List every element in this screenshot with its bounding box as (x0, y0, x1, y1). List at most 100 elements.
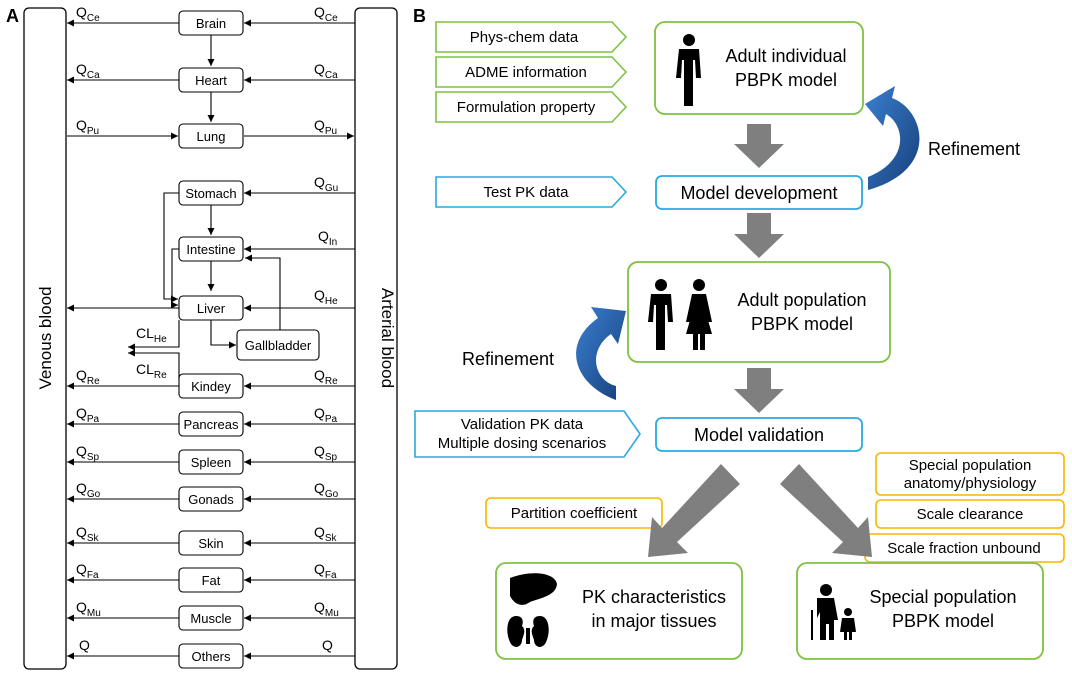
tag-partition-text: Partition coefficient (511, 505, 638, 522)
organ-fat-label: Fat (202, 573, 221, 588)
refinement-curve-top (865, 86, 920, 190)
flow-label-sp-left: QSp (76, 443, 100, 463)
panel-a-arrows (67, 19, 355, 660)
organ-others-box (178, 643, 244, 669)
flow-label-he-right: QHe (314, 287, 338, 307)
flow-label-ca-right: QCa (314, 61, 338, 81)
flow-label-mu-right: QMu (314, 599, 339, 619)
organ-heart-label: Heart (195, 73, 227, 88)
box-adult-population-text-2: PBPK model (751, 314, 853, 334)
organ-intestine-label: Intestine (186, 242, 235, 257)
adult-individual-icon (676, 34, 701, 106)
gray-arrow-5 (780, 464, 872, 557)
flow-label-sp-right: QSp (314, 443, 338, 463)
flow-label-re-right: QRe (314, 367, 338, 387)
organ-fat-box (178, 567, 244, 593)
flow-label-fa-left: QFa (76, 561, 99, 581)
organ-muscle-box (178, 605, 244, 631)
liver-icon (510, 573, 557, 605)
organ-gonads-label: Gonads (188, 492, 234, 507)
flow-label-go-right: QGo (314, 480, 339, 500)
arterial-blood-label: Arterial blood (378, 288, 397, 388)
box-pk-tissues-text-2: in major tissues (591, 611, 716, 631)
organ-lung-label: Lung (197, 129, 226, 144)
flow-label-sk-right: QSk (314, 524, 338, 544)
organ-skin-box (178, 530, 244, 556)
tag-test-pk-text: Test PK data (483, 184, 569, 201)
organ-others-label: Others (191, 649, 231, 664)
kidney-icon (507, 616, 549, 647)
gray-arrow-1 (734, 124, 784, 168)
organ-gonads-box (178, 486, 244, 512)
box-adult-individual-text-2: PBPK model (735, 70, 837, 90)
tag-physchem (435, 21, 628, 53)
organ-brain-label: Brain (196, 16, 226, 31)
box-adult-individual-text-1: Adult individual (725, 46, 846, 66)
tag-formulation (435, 91, 628, 123)
box-model-development-text: Model development (680, 183, 837, 203)
panel-a-label: A (6, 6, 19, 26)
tag-adme-text: ADME information (465, 64, 587, 81)
organ-stomach-box (178, 180, 244, 206)
flow-label-go-left: QGo (76, 480, 101, 500)
flow-label-pu-right: QPu (314, 117, 337, 137)
box-special-population (796, 562, 1044, 660)
clearance-he-label: CLHe (136, 325, 167, 345)
man-icon (648, 279, 673, 350)
flow-label-mu-left: QMu (76, 599, 101, 619)
organ-stomach-label: Stomach (185, 186, 236, 201)
organ-spleen-box (178, 449, 244, 475)
organ-lung-box (178, 123, 244, 149)
flow-label-re-left: QRe (76, 367, 100, 387)
tag-partition (485, 497, 663, 529)
box-special-population-text-1: Special population (869, 587, 1016, 607)
flow-label-q-left: Q (79, 637, 90, 653)
refinement-label-mid: Refinement (462, 349, 554, 369)
gray-arrow-4 (648, 464, 740, 557)
refinement-label-top: Refinement (928, 139, 1020, 159)
organ-spleen-label: Spleen (191, 455, 231, 470)
box-pk-tissues-text-1: PK characteristics (582, 587, 726, 607)
clearance-re-label: CLRe (136, 361, 167, 381)
organ-kidney-label: Kindey (191, 379, 231, 394)
tag-scale-fu-text: Scale fraction unbound (887, 540, 1040, 557)
flow-label-ce-right: QCe (314, 4, 338, 24)
organ-pancreas-label: Pancreas (184, 417, 239, 432)
venous-blood-label: Venous blood (36, 286, 55, 389)
flow-label-ca-left: QCa (76, 61, 100, 81)
tag-validation-pk (414, 410, 641, 458)
organ-kidney-box (178, 373, 244, 399)
tag-special-anatomy (875, 452, 1065, 496)
organ-gallbladder-label: Gallbladder (245, 338, 312, 353)
tag-special-anatomy-text-1: Special population (909, 457, 1032, 474)
box-adult-population-text-1: Adult population (737, 290, 866, 310)
panel-b-label: B (413, 6, 426, 26)
box-adult-individual (654, 21, 864, 115)
arterial-blood-column (354, 7, 398, 670)
organ-pancreas-box (178, 411, 244, 437)
tag-adme (435, 56, 628, 88)
box-special-population-text-2: PBPK model (892, 611, 994, 631)
flow-label-pa-right: QPa (314, 405, 338, 425)
flow-label-in-right: QIn (318, 228, 337, 248)
venous-blood-column (23, 7, 67, 670)
box-model-development (655, 175, 863, 210)
box-pk-tissues (495, 562, 743, 660)
tag-test-pk (435, 176, 628, 208)
flow-label-sk-left: QSk (76, 524, 100, 544)
tag-validation-pk-text-2: Multiple dosing scenarios (438, 435, 606, 452)
flow-label-q-right: Q (322, 637, 333, 653)
tag-validation-pk-text-1: Validation PK data (461, 416, 584, 433)
tag-scale-clearance (875, 499, 1065, 529)
tag-formulation-text: Formulation property (457, 99, 596, 116)
organ-gallbladder-box (236, 329, 320, 361)
flow-label-gu-right: QGu (314, 174, 338, 194)
organ-heart-box (178, 67, 244, 93)
flow-label-ce-left: QCe (76, 4, 100, 24)
gray-arrow-3 (734, 368, 784, 413)
elderly-child-icon (811, 584, 856, 640)
woman-icon (686, 279, 712, 350)
tag-physchem-text: Phys-chem data (470, 29, 579, 46)
refinement-curve-mid (576, 307, 626, 400)
flow-label-pa-left: QPa (76, 405, 100, 425)
